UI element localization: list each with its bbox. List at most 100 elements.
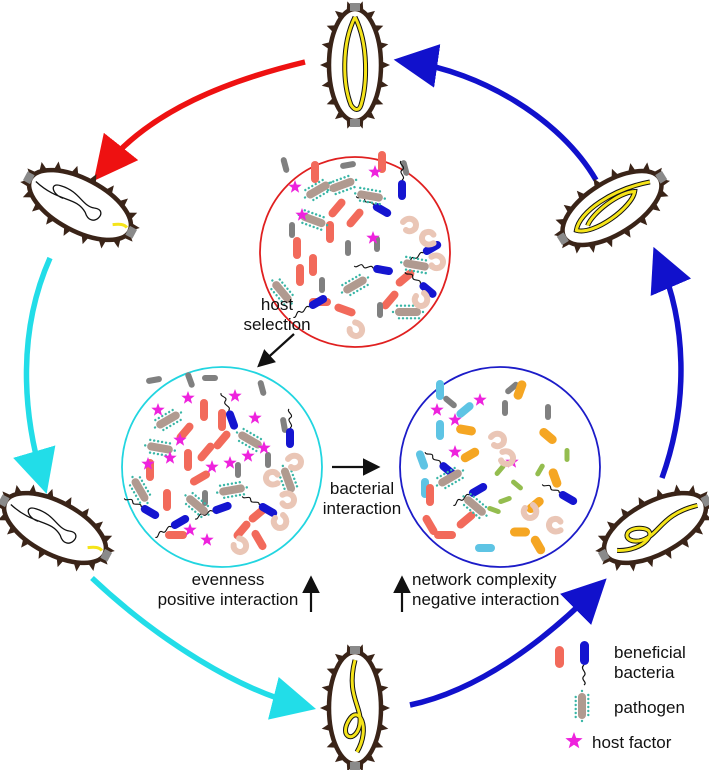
bacterium-icon — [505, 381, 519, 395]
red-cycle-arrow — [93, 59, 306, 181]
star-icon — [163, 451, 177, 464]
bacterium-icon — [434, 531, 456, 539]
legend-beneficial-line-1: beneficial — [614, 643, 686, 662]
legend-flagellum-icon — [581, 664, 586, 686]
legend-host-factor-label: host factor — [592, 733, 672, 752]
bacterium-icon — [285, 452, 305, 472]
bacterium-icon — [498, 495, 512, 505]
bacterium-icon — [415, 450, 429, 470]
bacterium-icon — [456, 402, 474, 418]
star-icon — [430, 403, 444, 416]
bacterium-icon — [400, 160, 410, 176]
microbes-top — [270, 151, 446, 339]
bacterium-icon — [498, 448, 516, 468]
host-selection-line-1: host — [260, 295, 294, 314]
bacterium-icon — [200, 399, 208, 421]
bacterium-icon — [233, 520, 251, 540]
beneficial-bacterium-icon — [453, 483, 488, 506]
bacterium-icon — [510, 527, 530, 537]
beneficial-bacterium-icon — [155, 515, 190, 538]
beneficial-bacterium-icon — [286, 408, 294, 448]
legend-beneficial-label: beneficial bacteria — [614, 643, 686, 683]
bacterium-icon — [251, 529, 267, 551]
network-complexity-label: network complexity negative interaction — [412, 570, 559, 610]
bacterial-interaction-label: bacterial interaction — [315, 479, 409, 519]
pathogen-icon — [235, 427, 265, 453]
evenness-line-1: evenness — [191, 570, 265, 589]
legend-beneficial-red-icon — [555, 646, 564, 668]
star-icon — [473, 393, 487, 406]
bacterium-icon — [319, 277, 325, 293]
pathogen-icon — [184, 491, 210, 519]
pathogen-icon — [435, 466, 465, 490]
network-complexity-line-2: negative interaction — [412, 590, 560, 609]
bacterium-icon — [545, 404, 551, 420]
bacterium-icon — [564, 448, 570, 462]
star-icon — [173, 433, 187, 446]
cycle-arrows — [13, 44, 692, 720]
pathogen-icon — [400, 255, 432, 275]
bacterium-icon — [548, 468, 562, 488]
evenness-line-2: positive interaction — [157, 590, 299, 609]
bacterium-icon — [488, 430, 508, 450]
bacterium-icon — [230, 535, 250, 555]
pathogen-icon — [297, 209, 329, 231]
beneficial-bacterium-icon — [241, 496, 278, 517]
bacterium-icon — [411, 290, 431, 310]
beneficial-bacterium-icon — [293, 295, 328, 318]
star-icon — [181, 391, 195, 404]
bacterium-icon — [443, 395, 457, 409]
bacterium-icon — [546, 515, 564, 535]
network-complexity-line-1: network complexity — [412, 570, 557, 589]
pathogen-icon — [354, 186, 386, 206]
pathogen-icon — [144, 438, 176, 458]
host-seed-icon — [0, 484, 115, 572]
host-seed-icon — [553, 162, 671, 254]
bacterium-icon — [428, 252, 446, 272]
bacterium-icon — [460, 447, 480, 463]
star-icon — [565, 732, 583, 749]
bacterium-icon — [520, 502, 540, 522]
bacterium-icon — [265, 452, 271, 468]
beneficial-bacterium-icon — [353, 264, 393, 276]
bacterium-icon — [311, 161, 319, 183]
bacterium-icon — [378, 151, 386, 173]
blue-cycle-arrow-top — [393, 44, 599, 182]
bacterium-icon — [345, 240, 351, 256]
bacterium-icon — [163, 489, 171, 511]
bacterium-icon — [257, 380, 267, 396]
bacterium-icon — [326, 221, 334, 243]
bacterium-icon — [296, 264, 304, 286]
star-icon — [288, 180, 302, 193]
bacterium-icon — [456, 511, 476, 529]
host-seed-icon — [595, 484, 709, 572]
host-selection-line-2: selection — [243, 315, 311, 334]
microbiome-circles — [121, 151, 601, 568]
bacterium-icon — [334, 303, 356, 317]
beneficial-bacterium-icon — [398, 160, 406, 200]
bacterium-icon — [280, 417, 288, 433]
bacterial-interaction-line-2: interaction — [322, 499, 402, 518]
star-icon — [368, 165, 382, 178]
bacterium-icon — [189, 470, 211, 486]
bacterium-icon — [400, 215, 420, 235]
bacterium-icon — [346, 319, 366, 339]
bacterium-icon — [202, 490, 208, 506]
bacterium-icon — [202, 375, 218, 381]
bacterium-icon — [340, 161, 356, 169]
star-icon — [183, 523, 197, 536]
bacterium-icon — [293, 237, 301, 259]
bacterium-icon — [309, 254, 317, 276]
bacterium-icon — [487, 505, 501, 515]
star-icon — [200, 533, 214, 546]
bacterium-icon — [530, 535, 546, 555]
circle-top — [259, 156, 451, 348]
bacterium-icon — [218, 409, 226, 431]
star-icon — [295, 208, 309, 221]
evenness-label: evenness positive interaction — [156, 570, 300, 610]
bacterium-icon — [426, 484, 434, 506]
bacterium-icon — [511, 479, 523, 491]
bacterium-icon — [263, 468, 281, 488]
